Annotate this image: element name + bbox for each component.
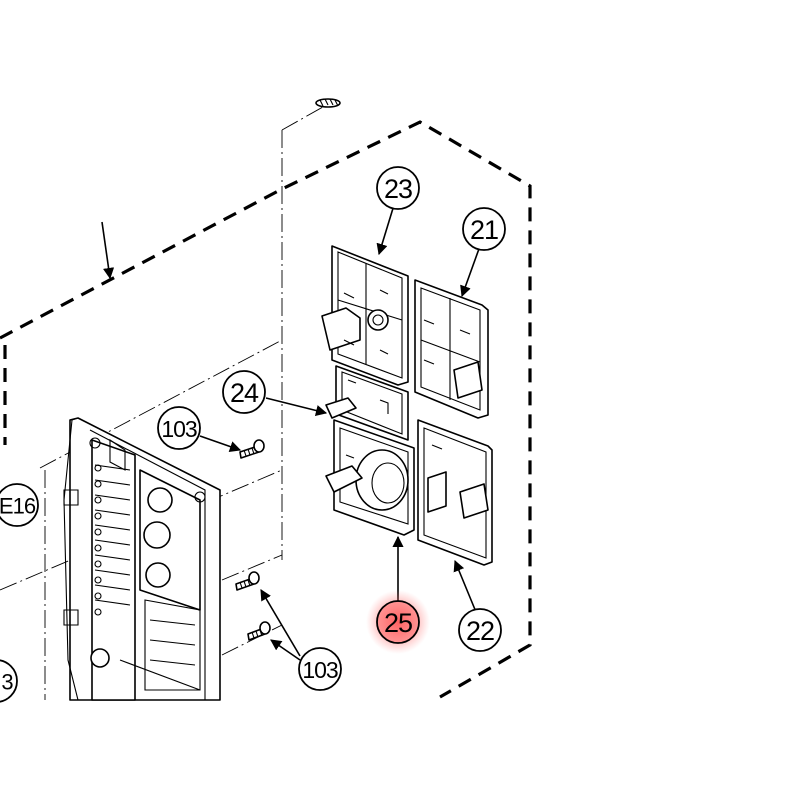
small-part-24 xyxy=(325,365,409,441)
assembly-leader-arrow xyxy=(101,221,115,280)
callout-23-label: 23 xyxy=(384,174,412,204)
callout-24-label: 24 xyxy=(230,378,259,408)
callout-103-lower: 103 xyxy=(298,647,342,691)
control-board-assembly xyxy=(63,417,221,701)
screw-103-lower xyxy=(247,621,271,641)
callout-21: 21 xyxy=(462,207,506,251)
callout-103-lower-label: 103 xyxy=(302,657,338,683)
callout-E16-label: E16 xyxy=(0,494,36,519)
callout-22-label: 22 xyxy=(466,616,494,646)
callout-24: 24 xyxy=(222,370,266,414)
callout-25-label: 25 xyxy=(384,608,412,638)
cover-part-21 xyxy=(414,279,489,419)
callout-3-label: 3 xyxy=(1,670,13,695)
callout-21-label: 21 xyxy=(470,215,498,245)
callout-103-upper-label: 103 xyxy=(161,416,197,442)
callout-E16: E16 xyxy=(0,483,39,527)
screw-top xyxy=(315,98,341,108)
leader-lines xyxy=(199,204,481,661)
callout-23: 23 xyxy=(376,166,420,210)
cover-part-23 xyxy=(321,245,409,386)
cover-part-22 xyxy=(417,419,493,566)
screw-103-middle xyxy=(235,571,260,591)
callout-22: 22 xyxy=(458,608,502,652)
cover-part-25 xyxy=(325,419,415,536)
callout-25: 25 xyxy=(376,600,420,644)
callout-103-upper: 103 xyxy=(157,406,201,450)
screw-103-upper xyxy=(239,439,265,459)
assembly-outline xyxy=(0,120,532,699)
callout-3-partial: 3 xyxy=(0,659,18,703)
